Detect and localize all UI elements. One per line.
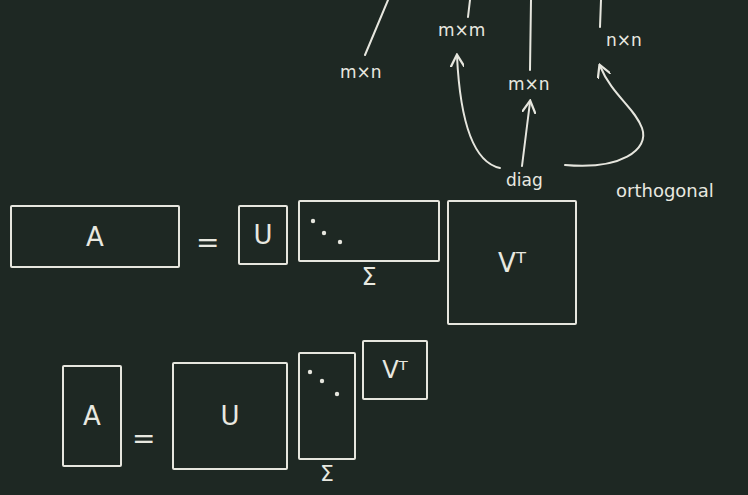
chalk-note: m×m xyxy=(438,20,485,40)
matrix-name: A xyxy=(83,401,101,431)
chalk-note: diag xyxy=(506,170,543,190)
chalk-note: m×n xyxy=(340,62,382,82)
matrix-name: U xyxy=(253,220,272,250)
matrix-box: A xyxy=(62,365,122,467)
sigma-dot xyxy=(320,379,324,383)
matrix-box: U xyxy=(238,205,288,265)
matrix-name: U xyxy=(220,401,239,431)
chalk-arrow xyxy=(565,66,643,166)
chalk-note: m×n xyxy=(508,74,550,94)
sigma-dot xyxy=(338,240,342,244)
matrix-box: Vᵀ xyxy=(362,340,428,400)
chalk-note: orthogonal xyxy=(616,180,714,201)
matrix-box: U xyxy=(172,362,288,470)
chalk-arrow xyxy=(522,102,530,166)
chalk-line xyxy=(468,0,470,17)
chalk-arrow xyxy=(457,56,500,168)
matrix-symbol: Σ xyxy=(361,263,376,291)
chalk-line xyxy=(530,0,531,70)
sigma-dot xyxy=(311,219,315,223)
chalk-line xyxy=(365,0,388,55)
matrix-box: Σ xyxy=(298,352,356,460)
matrix-box: Vᵀ xyxy=(447,200,577,325)
matrix-box: Σ xyxy=(298,200,440,262)
chalk-line xyxy=(600,0,601,27)
matrix-name: Vᵀ xyxy=(382,356,408,384)
sigma-dot xyxy=(322,231,326,235)
matrix-symbol: Σ xyxy=(320,461,334,486)
chalk-note: = xyxy=(132,422,155,455)
matrix-name: Vᵀ xyxy=(498,248,526,278)
chalk-note: n×n xyxy=(606,30,642,50)
chalk-note: = xyxy=(196,226,219,259)
matrix-box: A xyxy=(10,205,180,268)
sigma-dot xyxy=(335,392,339,396)
matrix-name: A xyxy=(86,222,104,252)
sigma-dot xyxy=(308,370,312,374)
